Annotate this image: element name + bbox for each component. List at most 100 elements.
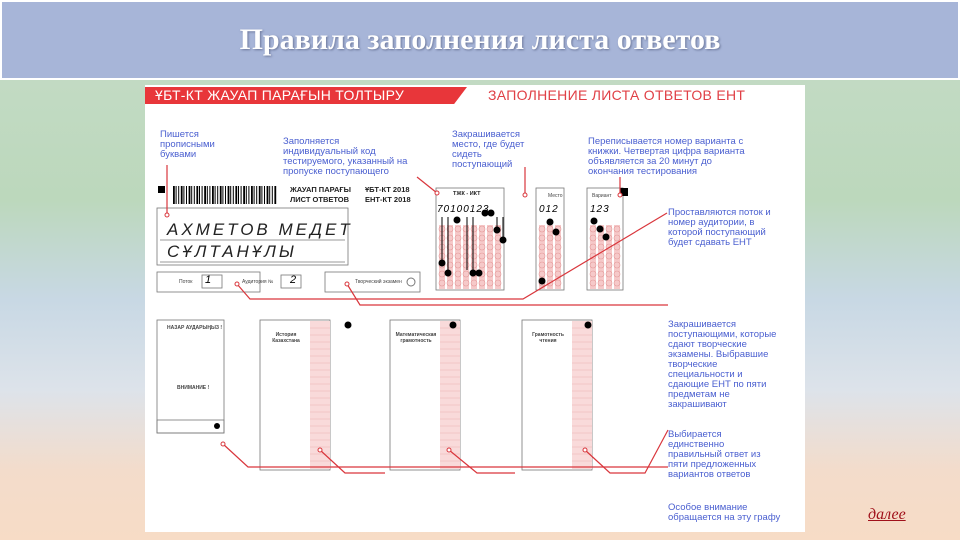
barcode-bar [269, 186, 271, 204]
grid-bubble [589, 234, 597, 242]
grid-bubble [546, 261, 554, 269]
grid-bubble [589, 261, 597, 269]
form-drawing [156, 165, 669, 474]
grid-bubble [478, 243, 486, 251]
leader-attention [222, 443, 668, 468]
grid-bubble [462, 225, 470, 233]
filled-bubble [546, 218, 554, 226]
seat-title: Место [548, 193, 563, 199]
grid-bubble [446, 234, 454, 242]
notice-kz: НАЗАР АУДАРЫҢЫЗ ! [167, 325, 223, 331]
surname-field: АХМЕТОВ МЕДЕТ [167, 220, 353, 239]
grid-bubble [494, 261, 502, 269]
grid-bubble [462, 279, 470, 287]
filled-bubble [438, 259, 446, 267]
stream-box [156, 271, 261, 293]
filled-bubble [449, 321, 457, 329]
variant-title: Вариант [592, 193, 612, 199]
banner-kz: ҰБТ-КТ ЖАУАП ПАРАҒЫН ТОЛТЫРУ [145, 87, 467, 104]
grid-bubble [554, 279, 562, 287]
grid-bubble [605, 261, 613, 269]
grid-bubble [486, 252, 494, 260]
grid-column [471, 225, 477, 289]
grid-bubble [470, 279, 478, 287]
grid-column [455, 225, 461, 289]
grid-bubble [486, 279, 494, 287]
variant-value: 123 [590, 204, 610, 215]
sample-bubble [214, 423, 220, 429]
leader-dot [617, 192, 623, 198]
filled-bubble [475, 269, 483, 277]
grid-bubble [605, 279, 613, 287]
leader-dot [164, 212, 170, 218]
filled-bubble [538, 277, 546, 285]
section-history: История Казахстана [272, 332, 300, 344]
room-label: Аудитория № [242, 279, 274, 285]
grid-column [487, 225, 493, 289]
next-link[interactable]: далее [868, 506, 906, 523]
grid-bubble [613, 270, 621, 278]
grid-bubble [486, 243, 494, 251]
barcode-bar [227, 186, 230, 204]
grid-bubble [554, 252, 562, 260]
grid-bubble [454, 225, 462, 233]
answer-column [572, 321, 592, 469]
filled-bubble [602, 233, 610, 241]
answer-sheet-figure: ҰБТ-КТ ЖАУАП ПАРАҒЫН ТОЛТЫРУ ЗАПОЛНЕНИЕ … [145, 85, 805, 532]
filled-bubble [552, 228, 560, 236]
barcode-bar [230, 186, 232, 204]
grid-bubble [454, 270, 462, 278]
filled-bubble [499, 236, 507, 244]
grid-bubble [470, 261, 478, 269]
grid-bubble [613, 279, 621, 287]
leader-dot [434, 190, 440, 196]
filled-bubble [444, 269, 452, 277]
grid-column [598, 225, 604, 289]
grid-bubble [589, 279, 597, 287]
seat-grid [535, 187, 565, 291]
section-reading: Грамотность чтения [532, 332, 564, 344]
grid-bubble [470, 234, 478, 242]
stream-value: 1 [205, 274, 212, 286]
banner-ru: ЗАПОЛНЕНИЕ ЛИСТА ОТВЕТОВ ЕНТ [488, 87, 746, 103]
grid-column [539, 225, 545, 289]
grid-bubble [546, 252, 554, 260]
grid-bubble [605, 225, 613, 233]
barcode-bar [264, 186, 265, 204]
leader [319, 449, 385, 474]
grid-bubble [494, 243, 502, 251]
grid-bubble [438, 279, 446, 287]
grid-bubble [597, 279, 605, 287]
leader-dot [234, 281, 240, 287]
grid-bubble [538, 243, 546, 251]
grid-bubble [605, 270, 613, 278]
grid-bubble [597, 270, 605, 278]
grid-bubble [486, 225, 494, 233]
variant-marker [620, 188, 628, 196]
barcode-bar [217, 186, 219, 204]
barcode-bar [173, 186, 175, 204]
filled-bubble [481, 209, 489, 217]
filled-bubble [453, 216, 461, 224]
grid-bubble [454, 252, 462, 260]
filled-bubble [584, 321, 592, 329]
leader-dot [522, 192, 528, 198]
grid-bubble [605, 243, 613, 251]
grid-column [479, 225, 485, 289]
barcode-bar [232, 186, 234, 204]
barcode-bar [196, 186, 199, 204]
name-box [156, 207, 349, 266]
grid-bubble [494, 279, 502, 287]
notice-box [156, 319, 225, 434]
leader-dot [220, 441, 226, 447]
grid-column [495, 225, 501, 289]
barcode-bar [222, 186, 224, 204]
barcode-bar [204, 186, 206, 204]
note-creative: Закрашивается поступающими, которые сдаю… [668, 319, 777, 410]
grid-bubble [446, 243, 454, 251]
barcode-bar [271, 186, 273, 204]
grid-bubble [589, 225, 597, 233]
creative-box [324, 271, 421, 293]
notice-ru: ВНИМАНИЕ ! [177, 385, 210, 391]
